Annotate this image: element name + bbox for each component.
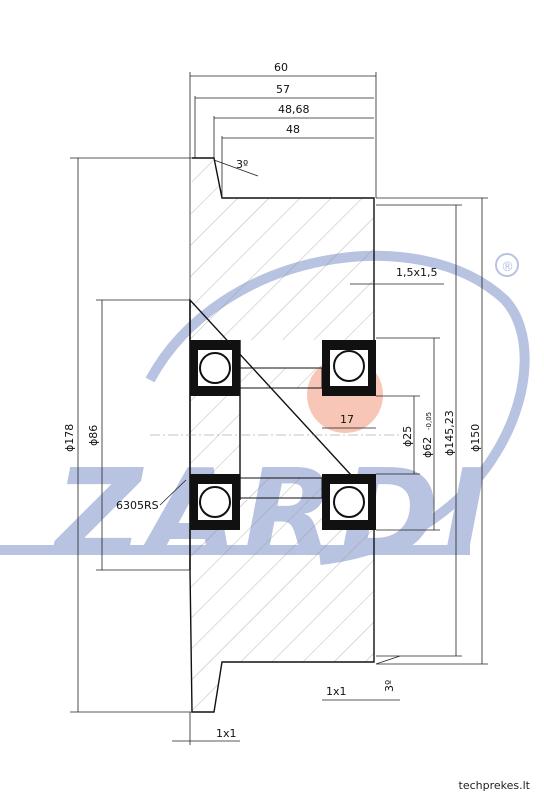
registered-circle xyxy=(495,253,519,277)
bearings xyxy=(190,340,376,530)
right-dimensions: ϕ25 ϕ62 -0,05 ϕ145,23 ϕ150 xyxy=(376,197,488,665)
dim-150: ϕ150 xyxy=(469,424,482,452)
dim-48: 48 xyxy=(286,123,300,136)
bearing-label: 6305RS xyxy=(116,499,159,512)
dim-57: 57 xyxy=(276,83,290,96)
left-dimensions: ϕ178 ϕ86 6305RS xyxy=(63,157,192,713)
dim-86: ϕ86 xyxy=(87,425,100,446)
dim-48-68: 48,68 xyxy=(278,103,310,116)
bottom-dimensions: 1x1 3º 1x1 xyxy=(172,655,401,745)
dim-178: ϕ178 xyxy=(63,424,76,452)
registered-mark: ® xyxy=(501,260,514,275)
angle-top-label: 3º xyxy=(236,158,248,171)
dim-17: 17 xyxy=(340,413,354,426)
dim-62: ϕ62 xyxy=(421,437,434,458)
top-dimensions: 60 57 48,68 48 3º xyxy=(189,61,377,300)
chamfer-right-label: 1,5x1,5 xyxy=(396,266,438,279)
angle-bottom-label: 3º xyxy=(383,680,396,692)
dim-62-tolerance: -0,05 xyxy=(425,412,433,430)
dim-25: ϕ25 xyxy=(401,426,414,447)
dim-145-23: ϕ145,23 xyxy=(443,410,456,456)
dim-60: 60 xyxy=(274,61,288,74)
chamfer-bottom-label: 1x1 xyxy=(216,727,237,740)
chamfer-bottom-right-label: 1x1 xyxy=(326,685,347,698)
footer-site: techprekes.lt xyxy=(458,779,530,792)
